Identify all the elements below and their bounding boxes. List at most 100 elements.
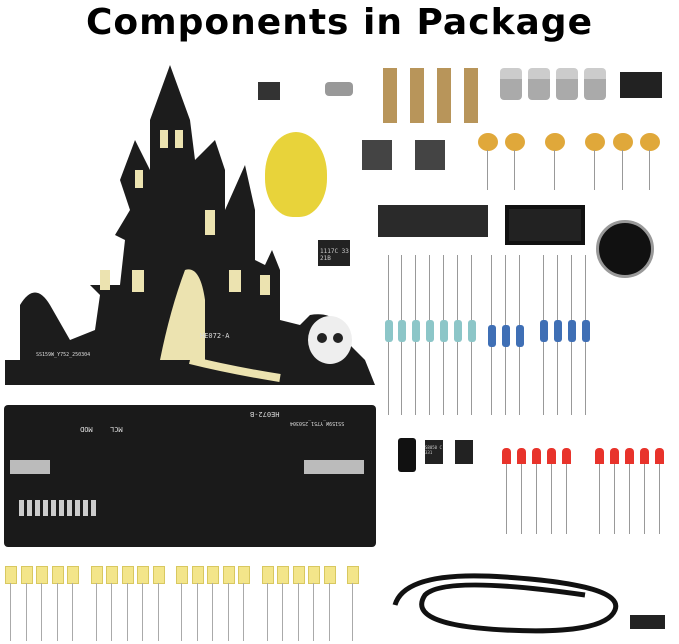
ceramic-capacitor (585, 133, 605, 151)
lead (599, 464, 600, 534)
lead (554, 150, 555, 190)
usb-socket (325, 82, 353, 96)
resistor (468, 320, 476, 342)
lead (25, 583, 27, 641)
mcl-label: MCL (110, 425, 123, 433)
resistor (398, 320, 406, 342)
yellow-led (292, 566, 305, 584)
lead (212, 583, 213, 641)
yellow-led (222, 566, 235, 584)
lead (659, 464, 660, 534)
castle-board-label: HE072-A (200, 332, 230, 340)
yellow-led (20, 566, 33, 584)
resistor (582, 320, 590, 342)
lead (10, 583, 11, 641)
lead (514, 150, 515, 190)
lead (551, 464, 552, 534)
yellow-led (106, 566, 118, 584)
pumpkin-pcb (265, 132, 327, 217)
yellow-led (67, 566, 79, 584)
brass-spacer (410, 68, 424, 123)
yellow-led (347, 566, 359, 584)
yellow-led (308, 566, 320, 584)
lead (95, 583, 97, 641)
usb-cable (392, 573, 665, 634)
lead (644, 464, 645, 534)
lead (594, 150, 595, 190)
speaker (596, 220, 654, 278)
yellow-led (5, 566, 17, 584)
lead (227, 583, 229, 641)
yellow-led (261, 566, 274, 584)
lead (629, 464, 630, 534)
red-led (610, 448, 619, 464)
resistor (488, 325, 496, 347)
screw (584, 68, 606, 100)
castle-pcb (5, 65, 375, 385)
lead (297, 583, 299, 641)
base-board-code: SS159W_Y751_250304 (290, 420, 345, 426)
lead (313, 583, 314, 641)
ceramic-capacitor (505, 133, 525, 151)
electrolytic-capacitor (398, 438, 416, 472)
brass-spacer (383, 68, 397, 123)
lead (111, 583, 112, 641)
resistor (454, 320, 462, 342)
yellow-led (51, 566, 64, 584)
red-led (562, 448, 571, 464)
lead (56, 583, 58, 641)
yellow-led (176, 566, 188, 584)
lead (157, 583, 159, 641)
ic-socket (505, 205, 585, 245)
yellow-led (207, 566, 219, 584)
lead (487, 150, 488, 190)
brass-spacer (464, 68, 478, 123)
lead (622, 150, 623, 190)
resistor (540, 320, 548, 342)
lead (266, 583, 268, 641)
yellow-led (121, 566, 134, 584)
resistor (385, 320, 393, 342)
castle-board-code: SS159W_Y752_250304 (36, 352, 91, 358)
push-button (362, 140, 392, 170)
ceramic-capacitor (478, 133, 498, 151)
red-led (655, 448, 664, 464)
lead (506, 464, 507, 534)
lead (328, 583, 330, 641)
ceramic-capacitor (613, 133, 633, 151)
yellow-led (191, 566, 204, 584)
screw (500, 68, 522, 100)
red-led (532, 448, 541, 464)
transistor (425, 440, 443, 464)
lead (521, 464, 522, 534)
yellow-led (323, 566, 336, 584)
resistor (412, 320, 420, 342)
transistor-label: S8050 C 331 (425, 445, 442, 455)
yellow-led (36, 566, 48, 584)
screw (556, 68, 578, 100)
red-led (517, 448, 526, 464)
push-button (415, 140, 445, 170)
resistor (554, 320, 562, 342)
lead (126, 583, 128, 641)
screw (528, 68, 550, 100)
page-title: Components in Package (86, 2, 593, 43)
yellow-led (137, 566, 149, 584)
lead (72, 583, 73, 641)
lead (282, 583, 283, 641)
resistor (502, 325, 510, 347)
lead (243, 583, 244, 641)
brass-spacer (437, 68, 451, 123)
lead (566, 464, 567, 534)
resistor (426, 320, 434, 342)
lead (649, 150, 650, 190)
voltage-regulator (318, 240, 350, 266)
lead (142, 583, 143, 641)
yellow-led (277, 566, 289, 584)
red-led (502, 448, 511, 464)
yellow-led (152, 566, 165, 584)
base-board-label: HE072-B (250, 410, 280, 418)
ic-chip (378, 205, 488, 237)
regulator-label: 1117C 33 21B (320, 248, 349, 262)
